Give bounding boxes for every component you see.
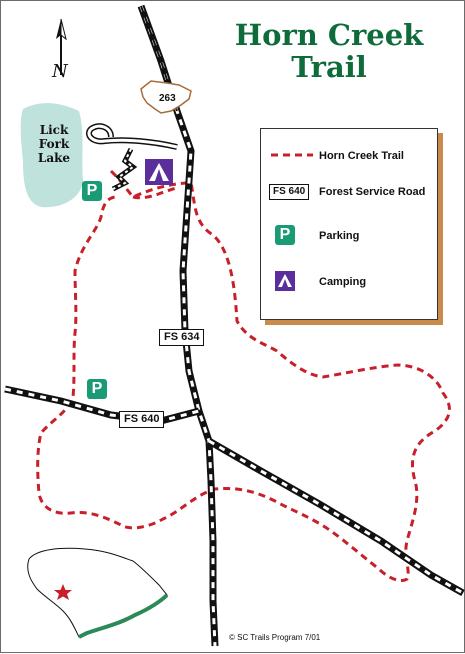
road-label-fs640: FS 640: [119, 411, 165, 428]
legend-label-parking: Parking: [319, 230, 360, 242]
parking-icon-south: P: [87, 379, 107, 399]
legend-tent-icon: [278, 274, 292, 287]
lick-fork-lake: [20, 103, 84, 208]
horn-creek-trail-spur: [132, 185, 180, 200]
legend-camping-icon: [275, 271, 295, 291]
legend-parking-icon: P: [275, 225, 295, 245]
parking-icon-north: P: [82, 181, 102, 201]
highway-shield-number: 263: [159, 93, 176, 104]
lake-label-line-3: Lake: [37, 151, 71, 165]
road-label-fs634: FS 634: [159, 329, 205, 346]
north-letter: N: [52, 61, 68, 82]
lake-label-line-2: Fork: [38, 137, 70, 151]
road-fs640: [4, 385, 200, 425]
road-fs634: [137, 4, 219, 647]
highway-shield: [140, 80, 192, 114]
parking-spur-road-inner: [112, 148, 135, 190]
legend-item-road: FS 640 Forest Service Road: [261, 181, 437, 205]
parking-glyph: P: [91, 380, 103, 397]
north-arrow: [56, 18, 67, 75]
state-coast: [78, 593, 169, 639]
legend-road-box: FS 640: [269, 184, 310, 200]
legend-label-trail: Horn Creek Trail: [319, 150, 404, 162]
lake-label: Lick Fork Lake: [29, 123, 79, 165]
tent-icon: [149, 163, 169, 181]
legend-item-parking: P Parking: [261, 225, 437, 249]
camping-icon-map: [145, 159, 173, 185]
legend-item-camping: Camping: [261, 271, 437, 295]
legend-item-trail: Horn Creek Trail: [261, 145, 437, 169]
title-line-1: Horn Creek: [234, 18, 424, 52]
legend-parking-glyph: P: [279, 226, 291, 243]
legend-label-road: Forest Service Road: [319, 186, 426, 198]
legend-label-camping: Camping: [319, 276, 367, 288]
road-branch-southeast: [207, 437, 465, 597]
state-outline: [27, 547, 168, 638]
credit-text: © SC Trails Program 7/01: [229, 633, 321, 642]
state-location-star: [54, 584, 72, 600]
lake-label-line-1: Lick: [39, 123, 69, 137]
title-line-2: Trail: [291, 50, 367, 84]
lake-access-road-inner: [87, 124, 178, 149]
legend: Horn Creek Trail FS 640 Forest Service R…: [260, 128, 438, 320]
trail-line-swatch: [271, 153, 313, 157]
parking-glyph: P: [86, 182, 98, 199]
